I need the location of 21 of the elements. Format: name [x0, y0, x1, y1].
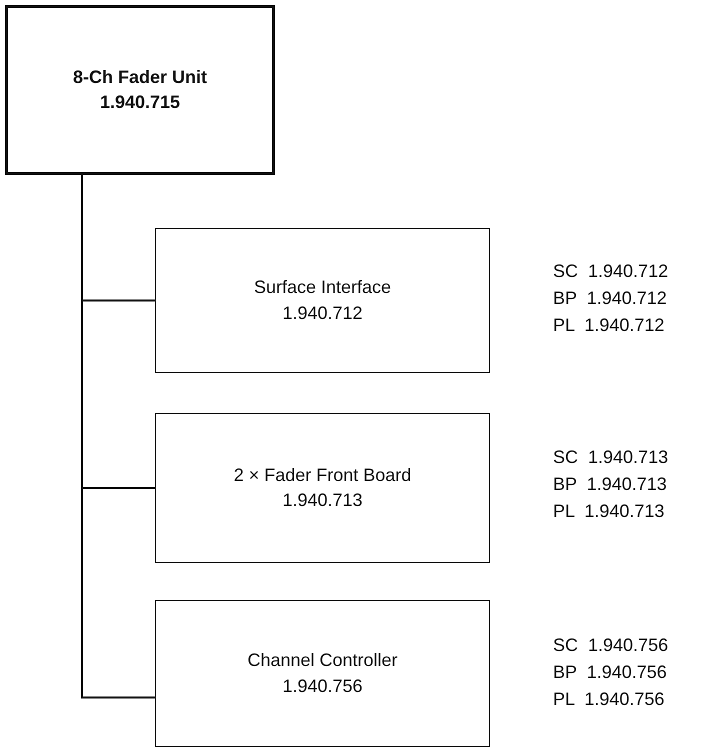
module-label: 1.940.756	[282, 674, 363, 698]
part-number: PL 1.940.713	[553, 500, 666, 523]
module-label: 1.940.713	[282, 489, 363, 512]
unit-label: 8-Ch Fader Unit	[72, 66, 207, 89]
module-box	[155, 413, 490, 563]
part-number: PL 1.940.756	[553, 688, 666, 711]
module-label: 2 × Fader Front Board	[234, 464, 412, 487]
module-box	[155, 600, 490, 747]
part-number: BP 1.940.756	[553, 661, 668, 684]
part-number: BP 1.940.713	[553, 473, 668, 496]
part-number: PL 1.940.712	[553, 314, 666, 337]
module-label: 1.940.712	[282, 302, 363, 324]
module-box	[155, 228, 490, 373]
part-number: SC 1.940.712	[553, 260, 668, 283]
part-number: BP 1.940.712	[553, 287, 668, 310]
module-label: Channel Controller	[247, 649, 398, 672]
unit-label: 1.940.715	[100, 91, 180, 114]
unit-box	[5, 5, 275, 175]
part-number: SC 1.940.713	[553, 446, 668, 469]
part-number: SC 1.940.756	[553, 634, 668, 657]
module-label: Surface Interface	[254, 276, 392, 300]
